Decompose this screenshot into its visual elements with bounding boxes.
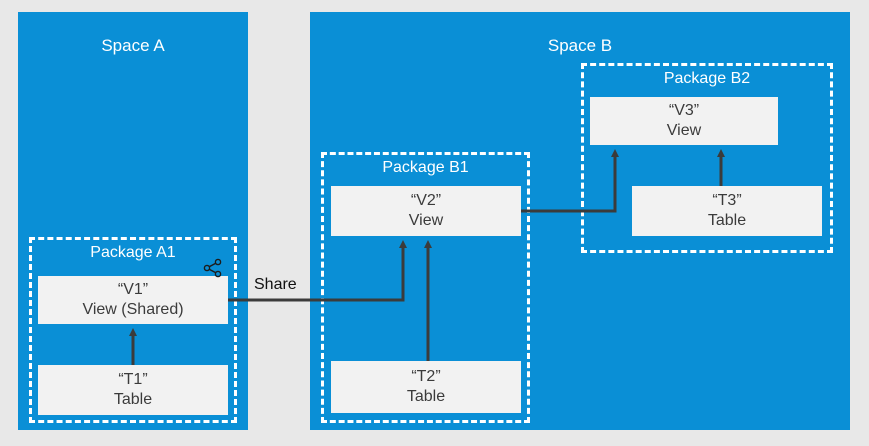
share-label: Share xyxy=(254,276,297,293)
package-b2-title: Package B2 xyxy=(663,70,751,87)
node-t1[interactable]: “T1” Table xyxy=(38,365,228,415)
space-a-title: Space A xyxy=(101,36,165,55)
node-v1-name: “V1” xyxy=(117,281,149,298)
node-v2[interactable]: “V2” View xyxy=(331,186,521,236)
node-t3[interactable]: “T3” Table xyxy=(632,186,822,236)
package-b1-title: Package B1 xyxy=(382,159,469,176)
space-b-title: Space B xyxy=(547,36,613,55)
package-a1-title: Package A1 xyxy=(90,244,176,261)
node-v1[interactable]: “V1” View (Shared) xyxy=(38,276,228,324)
node-t3-type: Table xyxy=(707,212,747,229)
node-t1-type: Table xyxy=(113,391,153,408)
node-t1-name: “T1” xyxy=(118,371,148,388)
package-b1: Package B1 xyxy=(321,152,530,423)
node-t2-type: Table xyxy=(406,388,446,405)
node-t2[interactable]: “T2” Table xyxy=(331,361,521,413)
package-b2: Package B2 xyxy=(581,63,833,253)
node-v1-type: View (Shared) xyxy=(82,301,184,318)
node-v3-type: View xyxy=(666,122,702,139)
node-v2-name: “V2” xyxy=(410,192,442,209)
arrow-v1-to-v2 xyxy=(228,240,407,302)
share-icon[interactable] xyxy=(203,258,222,278)
node-v3[interactable]: “V3” View xyxy=(590,97,778,145)
node-t2-name: “T2” xyxy=(411,368,441,385)
node-t3-name: “T3” xyxy=(712,192,742,209)
package-a1: Package A1 xyxy=(29,237,237,423)
node-v2-type: View xyxy=(408,212,444,229)
node-v3-name: “V3” xyxy=(668,102,700,119)
arrow-v2-to-v3 xyxy=(521,149,619,213)
